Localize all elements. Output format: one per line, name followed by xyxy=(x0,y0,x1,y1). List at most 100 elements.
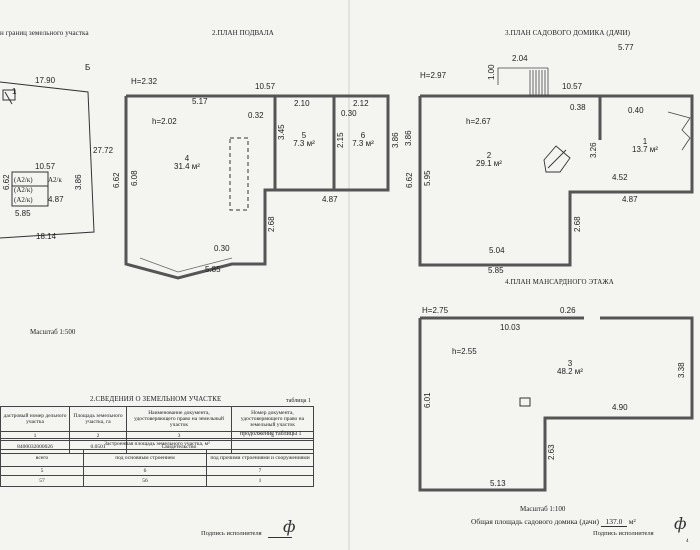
built-col-other: под прочими строениями и сооружениями xyxy=(206,449,314,467)
boundary-marker xyxy=(2,89,16,101)
basement-room-5-num: 5 xyxy=(301,131,307,140)
built-total: 57 xyxy=(0,475,84,487)
basement-dim-210: 2.10 xyxy=(294,99,310,108)
basement-dim-386: 3.86 xyxy=(391,132,400,148)
total-area-value: 137.0 xyxy=(600,518,627,527)
signature-mark-right: ф xyxy=(674,514,687,533)
built-other: 1 xyxy=(206,475,314,487)
built-num-6: 6 xyxy=(83,466,207,476)
boundary-label-1: (А2/к) xyxy=(14,176,33,184)
basement-room-4-num: 4 xyxy=(184,154,190,163)
table-header-row: дастровый номер дельного участка Площадь… xyxy=(0,406,314,432)
basement-dim-032: 0.32 xyxy=(248,111,264,120)
boundary-label-4: (А2/к) xyxy=(14,196,33,204)
built-col-main: под основным строением xyxy=(83,449,207,467)
basement-room-4-area: 31.4 м² xyxy=(174,162,200,171)
boundary-label-2: А2/к xyxy=(48,176,62,184)
basement-dim-608: 6.08 xyxy=(130,170,139,186)
basement-room-5: 5 7.3 м² xyxy=(289,132,319,148)
house-dim-1057: 10.57 xyxy=(562,82,583,91)
attic-walls xyxy=(418,316,694,492)
house-stove xyxy=(543,145,571,173)
page-number: 4 xyxy=(686,539,689,544)
house-room-1-area: 13.7 м² xyxy=(632,145,658,154)
house-dim-040: 0.40 xyxy=(628,106,644,115)
attic-dim-513: 5.13 xyxy=(490,479,506,488)
attic-room-3-num: 3 xyxy=(567,359,573,368)
total-area-line: Общая площадь садового домика (дачи) 137… xyxy=(471,518,636,527)
attic-room-3: 3 48.2 м² xyxy=(555,360,585,376)
total-area-unit: м² xyxy=(628,517,636,526)
built-num-5: 5 xyxy=(0,466,84,476)
built-col-total: всего xyxy=(0,449,84,467)
attic-dim-1003: 10.03 xyxy=(500,323,521,332)
basement-dim-030a: 0.30 xyxy=(341,109,357,118)
basement-room-6: 6 7.3 м² xyxy=(348,132,378,148)
house-dim-386: 3.86 xyxy=(404,130,413,146)
built-header: Застроенная площадь земельного участка, … xyxy=(0,438,314,450)
attic-dim-601: 6.01 xyxy=(423,392,432,408)
boundary-dim-inner-mid: 4.87 xyxy=(48,195,64,204)
boundary-dim-inner-left: 6.62 xyxy=(2,174,11,190)
basement-inner-height: h=2.02 xyxy=(152,117,177,126)
boundary-dim-top: 17.90 xyxy=(35,76,56,85)
th-area: Площадь земельного участка, га xyxy=(69,406,127,432)
house-dim-038: 0.38 xyxy=(570,103,586,112)
basement-dim-487: 4.87 xyxy=(322,195,338,204)
built-cols-row: всего под основным строением под прочими… xyxy=(0,449,314,467)
house-dim-268: 2.68 xyxy=(573,216,582,232)
boundary-point-b: Б xyxy=(85,63,91,72)
house-dim-100: 1.00 xyxy=(487,64,496,80)
table-row: 57 56 1 xyxy=(0,475,314,487)
attic-title: 4.ПЛАН МАНСАРДНОГО ЭТАЖА xyxy=(505,278,614,286)
built-main: 56 xyxy=(83,475,207,487)
attic-dim-026: 0.26 xyxy=(560,306,576,315)
basement-room-6-num: 6 xyxy=(360,131,366,140)
basement-dim-662: 6.62 xyxy=(112,172,121,188)
boundary-dim-inner-right: 3.86 xyxy=(74,174,83,190)
basement-room-5-area: 7.3 м² xyxy=(293,139,315,148)
basement-dim-212: 2.12 xyxy=(353,99,369,108)
basement-dim-268: 2.68 xyxy=(267,216,276,232)
page-fold xyxy=(348,0,350,550)
total-area-label: Общая площадь садового домика (дачи) xyxy=(471,517,599,526)
info-title: 2.СВЕДЕНИЯ О ЗЕМЕЛЬНОМ УЧАСТКЕ xyxy=(90,395,222,403)
basement-room-4: 4 31.4 м² xyxy=(172,155,202,171)
signature-label-left: Подпись исполнителя xyxy=(201,530,262,537)
continuation-label: продолжение таблицы 1 xyxy=(240,431,302,437)
attic-scale: Масштаб 1:100 xyxy=(520,505,566,513)
basement-dim-345: 3.45 xyxy=(277,124,286,140)
signature-mark-left: ф xyxy=(283,517,296,536)
house-walls xyxy=(418,94,694,267)
boundary-building xyxy=(11,171,49,207)
basement-dim-215: 2.15 xyxy=(336,132,345,148)
house-dim-452: 4.52 xyxy=(612,173,628,182)
signature-label-right: Подпись исполнителя xyxy=(593,530,654,537)
house-dim-577: 5.77 xyxy=(618,43,634,52)
house-room-1: 1 13.7 м² xyxy=(630,138,660,154)
attic-dim-263: 2.63 xyxy=(547,444,556,460)
house-room-2: 2 29.1 м² xyxy=(474,152,504,168)
basement-room-6-area: 7.3 м² xyxy=(352,139,374,148)
boundary-outline xyxy=(0,81,95,239)
attic-room-3-area: 48.2 м² xyxy=(557,367,583,376)
attic-inner-height: h=2.55 xyxy=(452,347,477,356)
house-room-2-area: 29.1 м² xyxy=(476,159,502,168)
house-dim-504: 5.04 xyxy=(489,246,505,255)
built-num-7: 7 xyxy=(206,466,314,476)
attic-dim-490: 4.90 xyxy=(612,403,628,412)
house-dim-585: 5.85 xyxy=(488,266,504,275)
built-header-row: Застроенная площадь земельного участка, … xyxy=(0,438,314,450)
house-dim-487: 4.87 xyxy=(622,195,638,204)
house-stairs xyxy=(497,67,691,151)
house-dim-204: 2.04 xyxy=(512,54,528,63)
house-room-2-num: 2 xyxy=(486,151,492,160)
boundary-point-1: 1 xyxy=(12,87,17,96)
boundary-dim-inner-top: 10.57 xyxy=(35,162,56,171)
boundary-dim-bottom: 18.14 xyxy=(36,232,57,241)
basement-title: 2.ПЛАН ПОДВАЛА xyxy=(212,29,274,37)
attic-hatch xyxy=(519,397,531,407)
th-doc-number: Номер документа, удостоверяющего право н… xyxy=(231,406,314,432)
